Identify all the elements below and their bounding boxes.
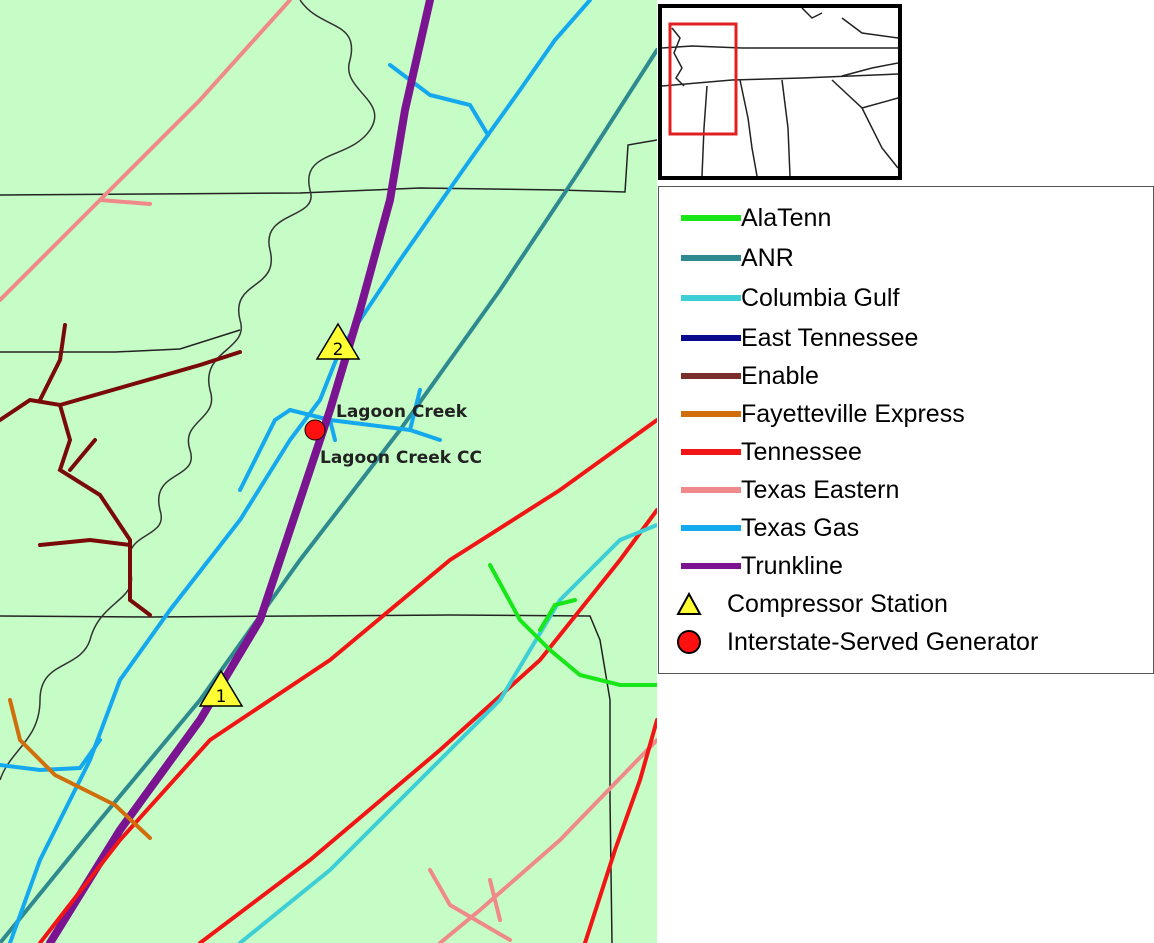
legend-swatch-texas-eastern [681,487,741,493]
legend-label: Enable [741,361,819,390]
pipeline-anr [0,48,657,943]
pipeline-texas-gas [8,0,592,943]
legend-swatch-east-tennessee [681,335,741,341]
legend-swatch-enable [681,373,741,379]
legend-item-texas-gas: Texas Gas [681,513,859,543]
compressor-station-2-label: 2 [333,340,344,360]
legend-item-anr: ANR [681,243,794,273]
legend-swatch-tennessee [681,449,741,455]
legend-swatch-trunkline [681,563,741,569]
plant-label-lagoon-creek: Lagoon Creek [336,402,468,422]
legend-label: Trunkline [741,551,843,580]
pipeline-tennessee [38,418,657,943]
legend-item-columbia-gulf: Columbia Gulf [681,283,899,313]
legend-item-trunkline: Trunkline [681,551,843,581]
pipeline-columbia-gulf [238,523,657,943]
legend-item-east-tennessee: East Tennessee [681,323,918,353]
plant-label-lagoon-creek-cc: Lagoon Creek CC [320,448,482,468]
map-canvas: 1 2 [0,0,657,943]
pipeline-trunkline [46,0,434,943]
legend-swatch-anr [681,255,741,261]
compressor-station-2[interactable]: 2 [315,322,361,360]
legend-label: Compressor Station [727,589,948,618]
generator-lagoon-creek-marker[interactable] [304,419,326,441]
legend-swatch-alatenn [681,215,741,221]
legend-swatch-texas-gas [681,525,741,531]
pipeline-fayetteville-express [8,698,152,840]
inset-extent-box [668,22,738,136]
compressor-station-1[interactable]: 1 [198,669,244,707]
legend-label: AlaTenn [741,203,832,232]
legend-label: Fayetteville Express [741,399,965,428]
legend-item-alatenn: AlaTenn [681,203,831,233]
inset-locator-map [658,4,902,180]
legend-label: ANR [741,243,794,272]
yellow-triangle-icon [675,590,703,618]
legend-swatch-columbia-gulf [681,295,741,301]
pipeline-enable [0,350,242,422]
map-legend: AlaTenn ANR Columbia Gulf East Tennessee… [658,186,1154,674]
inset-map-canvas [662,8,898,176]
state-borders [0,139,657,943]
legend-item-enable: Enable [681,361,819,391]
legend-label: Interstate-Served Generator [727,627,1039,656]
legend-label: Columbia Gulf [741,283,900,312]
river-mississippi [0,0,376,781]
legend-item-fayetteville-express: Fayetteville Express [681,399,965,429]
pipelines [0,0,657,943]
pipeline-texas-eastern [0,0,292,302]
legend-item-compressor-station: Compressor Station [659,589,948,619]
legend-label: Tennessee [741,437,862,466]
pipeline-map[interactable]: 1 2 Lagoon Creek Lagoon Creek CC [0,0,657,943]
legend-item-generator: Interstate-Served Generator [659,627,1038,657]
legend-label: East Tennessee [741,323,919,352]
compressor-station-1-label: 1 [216,687,227,707]
legend-item-texas-eastern: Texas Eastern [681,475,899,505]
legend-swatch-fayetteville-express [681,411,741,417]
red-circle-icon [675,628,703,656]
legend-label: Texas Eastern [741,475,900,504]
legend-label: Texas Gas [741,513,860,542]
legend-item-tennessee: Tennessee [681,437,862,467]
pipeline-alatenn [488,563,657,687]
